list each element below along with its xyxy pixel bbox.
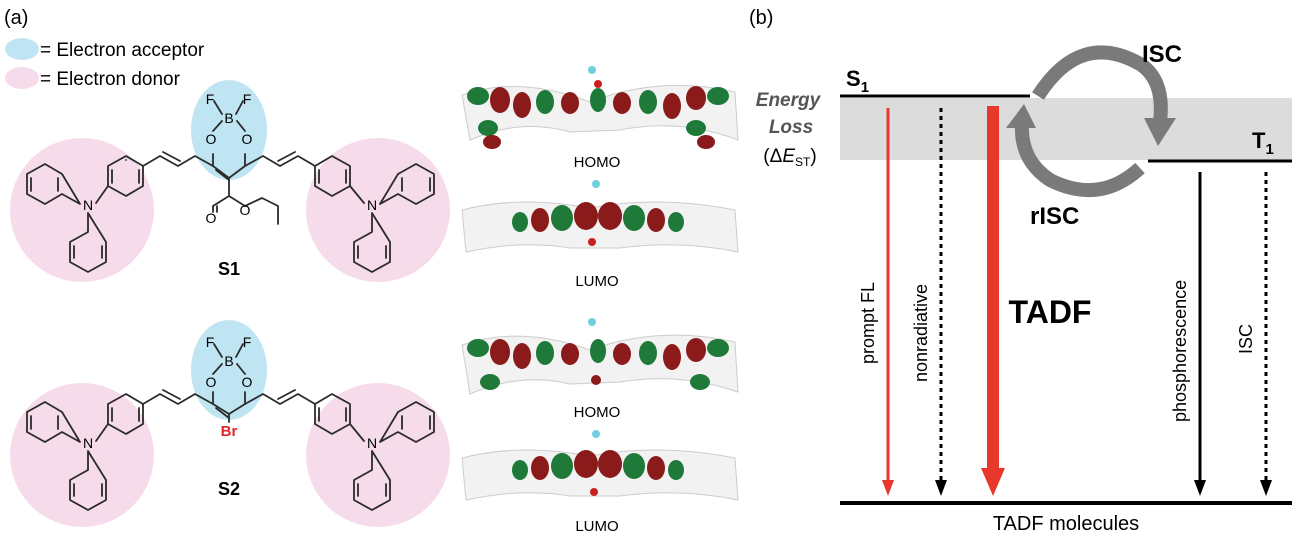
donor-legend-label: = Electron donor (40, 69, 181, 90)
acceptor-legend-swatch (5, 38, 39, 60)
s2-donor-left (10, 383, 154, 527)
s1-donor-left (10, 138, 154, 282)
isc-cycle-label: ISC (1142, 41, 1182, 68)
tadf-arrowhead (981, 468, 1005, 496)
orbital-label-s1-lumo: LUMO (575, 273, 618, 290)
s2-name: S2 (218, 479, 240, 499)
nonradiative-label: nonradiative (911, 284, 931, 382)
s1-f2-atom: F (243, 91, 252, 107)
s2-f2-atom: F (243, 334, 252, 350)
s2-o1-atom: O (206, 374, 217, 390)
s1-f1-atom: F (206, 91, 215, 107)
orbital-s1-homo (461, 66, 739, 149)
orbital-s2-homo (461, 318, 739, 395)
isc-risc-cycle (1006, 45, 1176, 197)
s1-level-label: S1 (846, 66, 869, 96)
s1-o3-atom: O (206, 210, 217, 226)
isc-decay-arrowhead (1260, 480, 1272, 496)
tadf-label: TADF (1009, 294, 1092, 330)
orbital-label-s2-homo: HOMO (574, 404, 621, 421)
orbital-s2-lumo (461, 430, 739, 501)
s2-f1-atom: F (206, 334, 215, 350)
phosphorescence-label: phosphorescence (1170, 280, 1190, 422)
s2-br-atom: Br (221, 423, 238, 440)
molecule-s1: F F B O O O O N N S1 (10, 80, 450, 282)
panel-b-label: (b) (749, 7, 773, 29)
nonradiative-arrowhead (935, 480, 947, 496)
energy-loss-line2: Loss (769, 117, 813, 138)
s1-b-atom: B (224, 110, 233, 126)
s1-n-left-atom: N (83, 197, 93, 213)
s2-n-right-atom: N (367, 435, 377, 451)
s1-n-right-atom: N (367, 197, 377, 213)
orbital-s1-lumo (461, 180, 739, 253)
acceptor-legend-label: = Electron acceptor (40, 40, 205, 61)
s1-donor-right (306, 138, 450, 282)
phosphorescence-arrowhead (1194, 480, 1206, 496)
orbital-label-s2-lumo: LUMO (575, 518, 618, 535)
isc-decay-label: ISC (1236, 324, 1256, 354)
orbital-label-s1-homo: HOMO (574, 154, 621, 171)
s2-acceptor (191, 320, 267, 420)
energy-loss-band (840, 98, 1292, 160)
s1-o4-atom: O (240, 202, 251, 218)
prompt-fl-label: prompt FL (858, 282, 878, 364)
energy-loss-delta: (ΔEST) (763, 146, 816, 169)
s2-b-atom: B (224, 353, 233, 369)
panel-a-label: (a) (4, 7, 28, 29)
prompt-fl-arrowhead (882, 480, 894, 496)
s1-o2-atom: O (242, 131, 253, 147)
s2-o2-atom: O (242, 374, 253, 390)
s2-n-left-atom: N (83, 435, 93, 451)
molecule-s2: F F B O O Br N N S2 (10, 320, 450, 527)
s1-acceptor (191, 80, 267, 180)
risc-cycle-label: rISC (1030, 203, 1079, 230)
t1-level-label: T1 (1252, 128, 1274, 158)
ground-state-label: TADF molecules (993, 513, 1139, 535)
s1-name: S1 (218, 259, 240, 279)
s1-o1-atom: O (206, 131, 217, 147)
donor-legend-swatch (5, 67, 39, 89)
s2-donor-right (306, 383, 450, 527)
energy-loss-line1: Energy (756, 90, 822, 111)
